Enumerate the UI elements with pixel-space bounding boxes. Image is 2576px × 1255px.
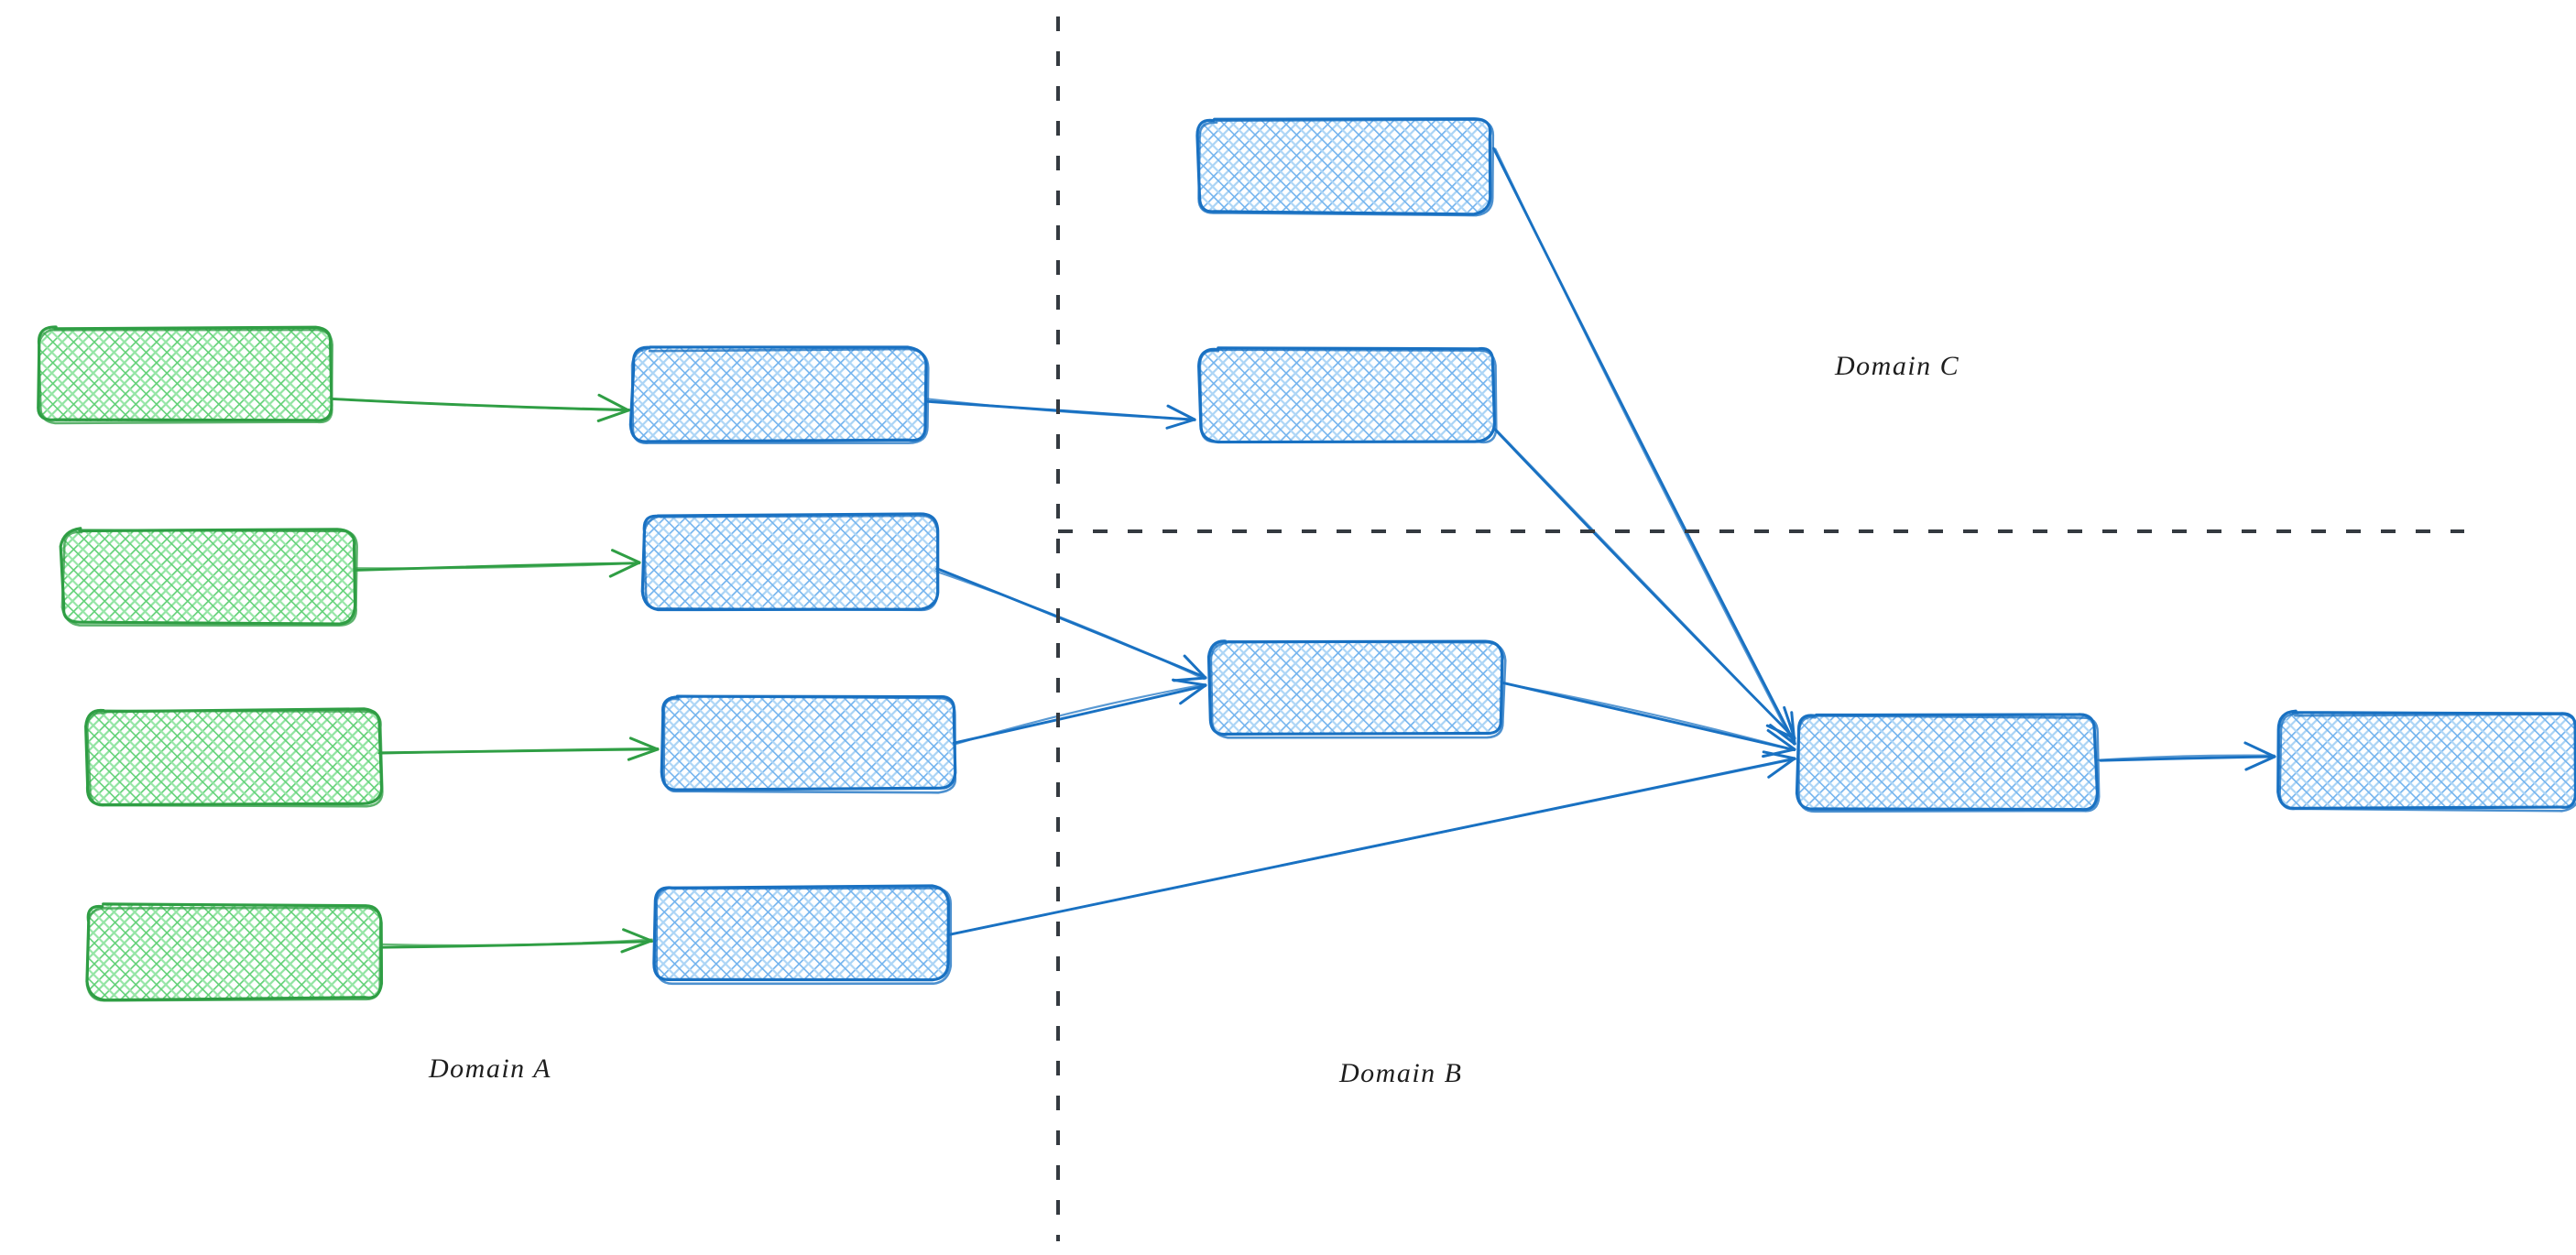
domain-a-label: Domain A xyxy=(429,1053,551,1084)
arrow-head xyxy=(1172,678,1207,687)
arrow-head xyxy=(1179,683,1207,705)
arrow-head xyxy=(608,561,641,578)
arrow-head xyxy=(622,928,653,943)
edge-c2-d1[interactable] xyxy=(1492,425,1796,740)
arrow-head xyxy=(1762,748,1796,758)
node-b1[interactable] xyxy=(628,345,930,444)
node-outline xyxy=(652,884,950,982)
node-b4[interactable] xyxy=(652,884,953,986)
node-fill-hatch xyxy=(87,905,380,999)
node-c3[interactable] xyxy=(1206,639,1507,739)
arrow-head xyxy=(627,748,660,761)
node-outline xyxy=(60,529,358,628)
edge-a3-b3[interactable] xyxy=(377,737,660,761)
edge-b4-d1[interactable] xyxy=(945,750,1797,936)
edge-b3-c3[interactable] xyxy=(952,678,1207,747)
node-fill-hatch xyxy=(1200,348,1493,442)
arrow-shaft xyxy=(329,398,629,412)
domain-c-label: Domain C xyxy=(1835,351,1960,381)
arrow-shaft xyxy=(380,747,660,755)
arrow-head xyxy=(610,549,641,564)
node-a1[interactable] xyxy=(37,325,333,425)
node-fill-hatch xyxy=(1209,641,1502,735)
arrow-head xyxy=(620,939,653,954)
node-fill-hatch xyxy=(1798,715,2096,810)
arrow-shaft xyxy=(945,758,1797,936)
arrow-head xyxy=(2244,755,2276,771)
edge-b2-c3[interactable] xyxy=(933,566,1207,682)
node-b3[interactable] xyxy=(660,694,957,794)
edge-d1-e1[interactable] xyxy=(2096,741,2276,771)
node-outline xyxy=(662,694,957,794)
node-outline xyxy=(85,906,382,1002)
node-fill-hatch xyxy=(38,328,332,421)
arrow-head xyxy=(1165,418,1196,430)
arrow-shaft xyxy=(1503,682,1796,751)
arrow-shaft xyxy=(1501,682,1796,752)
edge-c3-d1[interactable] xyxy=(1501,682,1796,758)
edge-c1-d1[interactable] xyxy=(1491,147,1796,746)
arrow-head xyxy=(596,409,630,422)
arrow-shaft xyxy=(380,938,653,947)
arrow-shaft xyxy=(354,562,641,570)
edge-a4-b4[interactable] xyxy=(379,928,654,954)
node-outline xyxy=(1198,348,1498,444)
arrow-head xyxy=(628,737,660,751)
arrow-shaft xyxy=(952,682,1206,747)
node-outline xyxy=(1197,118,1495,217)
node-fill-hatch xyxy=(62,529,355,623)
arrow-head xyxy=(1765,724,1796,740)
arrow-shaft xyxy=(1494,147,1796,746)
node-d1[interactable] xyxy=(1795,713,2101,813)
node-outline xyxy=(655,886,953,986)
arrow-shaft xyxy=(1492,425,1795,739)
node-fill-hatch xyxy=(2278,713,2576,808)
node-fill-hatch xyxy=(1198,119,1491,213)
node-fill-hatch xyxy=(87,710,380,803)
edge-a1-b1[interactable] xyxy=(329,393,631,422)
node-fill-hatch xyxy=(643,515,936,608)
node-layer xyxy=(37,117,2576,1002)
arrow-head xyxy=(1183,654,1207,680)
node-a4[interactable] xyxy=(85,902,384,1002)
arrow-head xyxy=(2243,741,2276,758)
node-c1[interactable] xyxy=(1195,117,1495,217)
node-b2[interactable] xyxy=(640,512,940,612)
node-outline xyxy=(37,327,333,425)
arrow-head xyxy=(1783,705,1796,740)
arrow-shaft xyxy=(2099,755,2276,762)
arrow-head xyxy=(1766,728,1796,751)
arrow-head xyxy=(1762,750,1796,760)
arrow-head xyxy=(1767,757,1796,779)
arrow-shaft xyxy=(2096,754,2276,761)
node-e1[interactable] xyxy=(2276,709,2576,813)
divider-layer xyxy=(1056,16,2464,1241)
node-outline xyxy=(59,527,357,626)
edge-layer xyxy=(329,147,2276,954)
node-fill-hatch xyxy=(632,348,925,442)
node-fill-hatch xyxy=(655,887,948,980)
node-outline xyxy=(630,346,930,444)
node-outline xyxy=(1209,639,1507,739)
node-a3[interactable] xyxy=(84,707,384,808)
node-outline xyxy=(1797,715,2101,813)
node-c2[interactable] xyxy=(1197,346,1498,444)
node-outline xyxy=(2278,713,2576,813)
arrow-shaft xyxy=(933,569,1206,681)
arrow-head xyxy=(597,393,630,412)
node-a2[interactable] xyxy=(59,527,358,628)
edge-b1-c2[interactable] xyxy=(924,398,1196,430)
node-outline xyxy=(642,514,940,612)
node-fill-hatch xyxy=(661,696,955,790)
edge-a2-b2[interactable] xyxy=(354,549,641,578)
node-outline xyxy=(85,709,384,808)
domain-b-label: Domain B xyxy=(1339,1058,1463,1088)
arrow-head xyxy=(1166,404,1196,421)
